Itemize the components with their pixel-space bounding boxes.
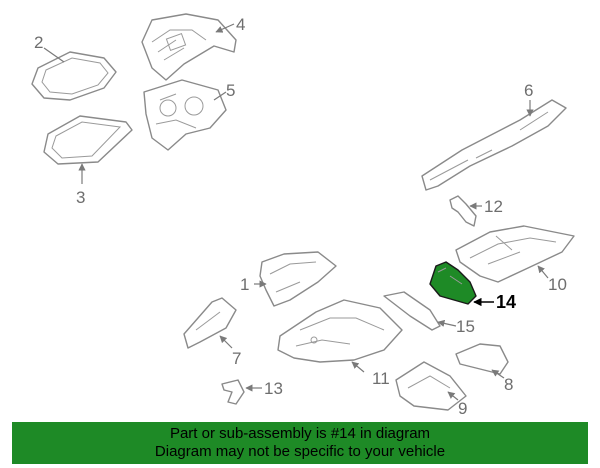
leader-2 <box>43 47 65 63</box>
part-1-cluster-hood[interactable] <box>259 251 337 307</box>
part-7-small-bracket[interactable] <box>183 297 237 349</box>
callout-5: 5 <box>226 81 235 100</box>
leader-10 <box>537 265 549 279</box>
leader-4 <box>215 23 235 33</box>
leader-7 <box>219 335 233 349</box>
part-12-bracket[interactable] <box>449 195 477 227</box>
callout-1: 1 <box>240 275 249 294</box>
part-3-tray[interactable] <box>43 115 133 165</box>
part-8-trim-piece[interactable] <box>455 343 509 375</box>
callout-11: 11 <box>372 369 390 388</box>
info-banner: Part or sub-assembly is #14 in diagram D… <box>12 422 588 464</box>
part-2-trim-bezel[interactable] <box>31 51 117 101</box>
banner-line-2: Diagram may not be specific to your vehi… <box>154 443 446 460</box>
part-14-highlighted[interactable] <box>429 261 477 305</box>
part-5-center-bezel[interactable] <box>143 79 227 151</box>
part-11-lower-dash-panel[interactable] <box>277 299 403 363</box>
banner-line-1: Part or sub-assembly is #14 in diagram <box>169 425 431 442</box>
callout-12: 12 <box>484 197 503 216</box>
callout-4: 4 <box>236 15 245 34</box>
callout-10: 10 <box>548 275 567 294</box>
leader-9 <box>447 391 459 401</box>
leader-11 <box>351 361 365 373</box>
part-9-glove-box-door[interactable] <box>395 361 467 411</box>
part-4-vent-panel[interactable] <box>141 13 237 81</box>
callout-8: 8 <box>504 375 513 394</box>
part-13-clip[interactable] <box>221 379 245 405</box>
part-14-body <box>429 261 477 305</box>
leader-5 <box>213 91 227 101</box>
callout-9: 9 <box>458 399 467 418</box>
callout-14: 14 <box>496 292 516 312</box>
callout-3: 3 <box>76 188 85 207</box>
callout-7: 7 <box>232 349 241 368</box>
callout-13: 13 <box>264 379 283 398</box>
leader-15 <box>437 319 457 327</box>
callout-2: 2 <box>34 33 43 52</box>
callout-6: 6 <box>524 81 533 100</box>
leader-8 <box>491 369 505 379</box>
callout-15: 15 <box>456 317 475 336</box>
part-10-glove-box-housing[interactable] <box>455 225 575 283</box>
part-6-dash-trim[interactable] <box>421 99 567 191</box>
